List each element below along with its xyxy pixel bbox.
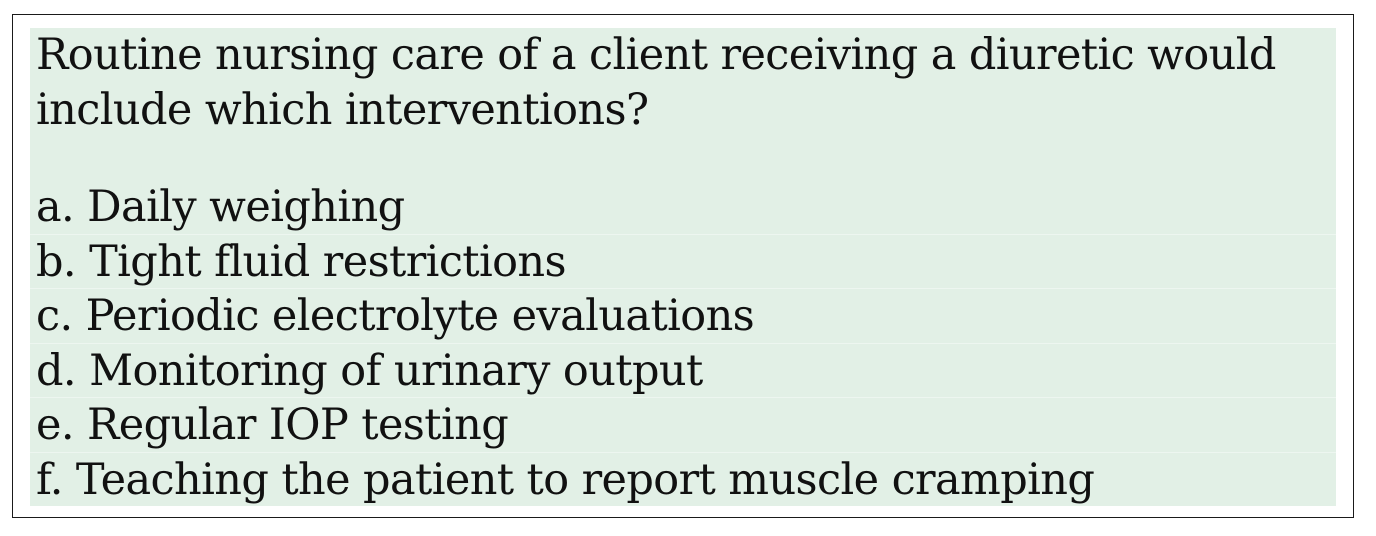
option-d: d. Monitoring of urinary output <box>30 344 1336 399</box>
option-b: b. Tight fluid restrictions <box>30 235 1336 290</box>
question-text: Routine nursing care of a client receivi… <box>36 30 1276 135</box>
option-a: a. Daily weighing <box>30 180 1336 235</box>
option-c: c. Periodic electrolyte evaluations <box>30 289 1336 344</box>
option-f: f. Teaching the patient to report muscle… <box>36 454 1095 505</box>
answer-options-list: a. Daily weighing b. Tight fluid restric… <box>30 180 1336 508</box>
question-card <box>30 28 1336 506</box>
option-e: e. Regular IOP testing <box>30 398 1336 453</box>
